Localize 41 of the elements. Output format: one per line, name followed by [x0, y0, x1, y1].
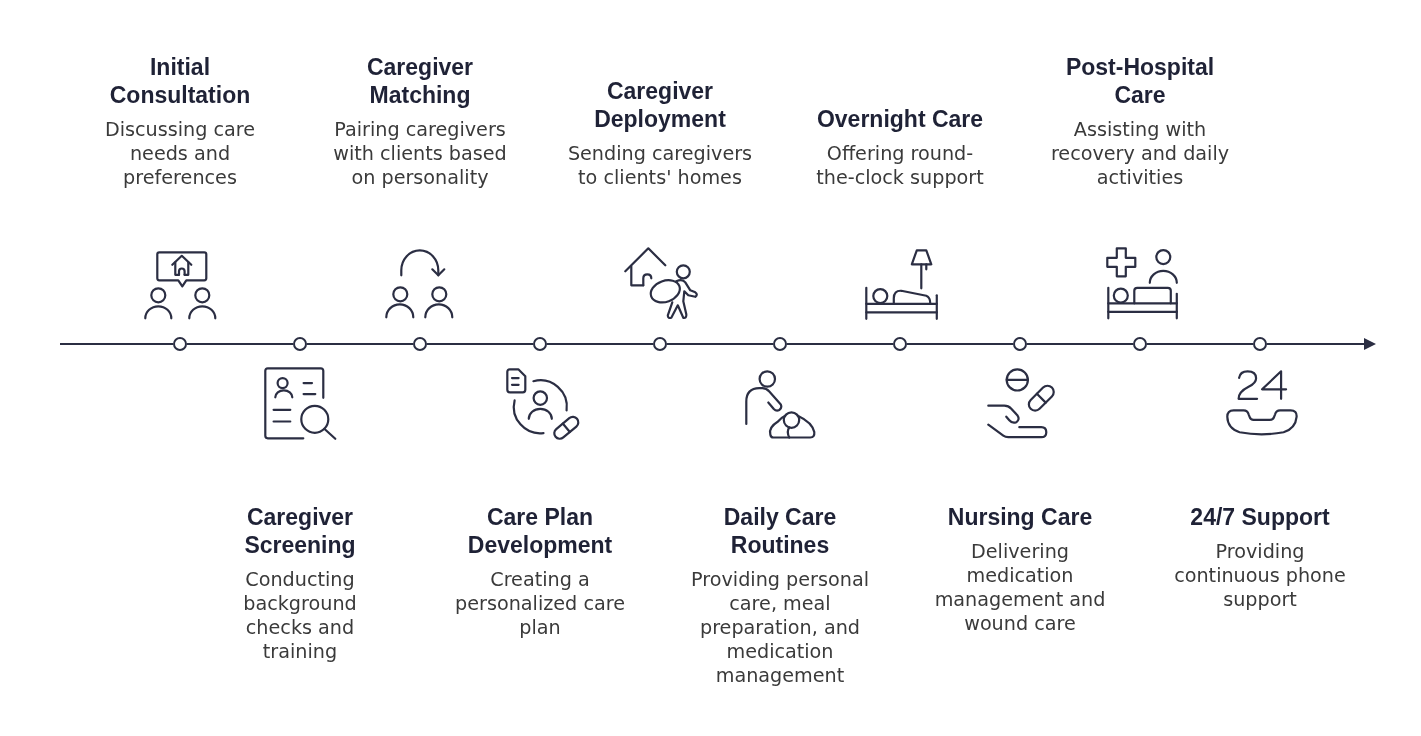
- timeline-line: [666, 343, 774, 345]
- step-title: Post-Hospital Care: [1065, 53, 1215, 109]
- step-description: Creating a personalized care plan: [454, 568, 626, 640]
- step-description: Conducting background checks and training: [242, 568, 358, 664]
- step-title: Caregiver Deployment: [593, 77, 727, 133]
- step-title: Daily Care Routines: [723, 503, 837, 559]
- timeline-line: [426, 343, 534, 345]
- timeline-line: [1146, 343, 1254, 345]
- step-description: Providing personal care, meal preparation, and medication management: [690, 568, 870, 688]
- timeline-dot: [773, 337, 787, 351]
- step-description: Sending caregivers to clients' homes: [567, 142, 753, 190]
- step-title: Initial Consultation: [109, 53, 251, 109]
- step-title: 24/7 Support: [1189, 503, 1331, 531]
- step-title: Caregiver Matching: [366, 53, 474, 109]
- timeline-dot: [1133, 337, 1147, 351]
- timeline-line: [306, 343, 414, 345]
- timeline-dot: [1253, 337, 1267, 351]
- timeline-line: [186, 343, 294, 345]
- timeline-dot: [893, 337, 907, 351]
- timeline-dot: [533, 337, 547, 351]
- timeline-dot: [1013, 337, 1027, 351]
- step-description: Offering round-the-clock support: [815, 142, 985, 190]
- timeline-line: [59, 343, 174, 345]
- step-title: Overnight Care: [816, 105, 984, 133]
- step-title: Care Plan Development: [467, 503, 613, 559]
- step-title: Nursing Care: [947, 503, 1093, 531]
- timeline-line: [1026, 343, 1134, 345]
- step-description: Assisting with recovery and daily activities: [1050, 118, 1230, 190]
- step-description: Pairing caregivers with clients based on personality: [332, 118, 508, 190]
- step-title: Caregiver Screening: [243, 503, 357, 559]
- step-description: Discussing care needs and preferences: [104, 118, 256, 190]
- timeline-dot: [293, 337, 307, 351]
- timeline-arrow: [1266, 338, 1376, 350]
- timeline-dot: [413, 337, 427, 351]
- step-description: Delivering medication management and wound care: [934, 540, 1106, 636]
- timeline-line: [546, 343, 654, 345]
- timeline-line: [786, 343, 894, 345]
- timeline-dot: [173, 337, 187, 351]
- step-description: Providing continuous phone support: [1173, 540, 1347, 612]
- timeline-dot: [653, 337, 667, 351]
- timeline-line: [906, 343, 1014, 345]
